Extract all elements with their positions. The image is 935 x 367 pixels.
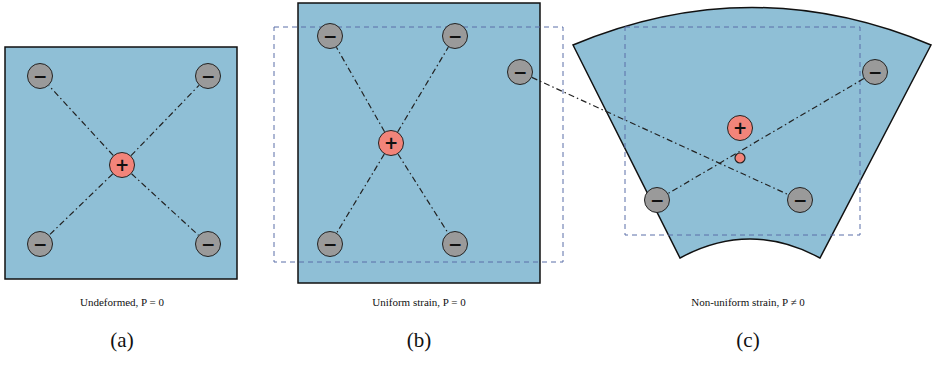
bond-line [398,47,449,132]
negative-ion: − [27,231,53,257]
bond-line [49,174,112,235]
panel-caption: Undeformed, P = 0 [80,296,164,308]
stretched-block [298,3,540,283]
bond-line [131,85,199,155]
undeformed-block [5,47,237,279]
negative-ion: − [442,231,468,257]
negative-ion: − [317,231,343,257]
positive-ion: + [109,152,135,178]
bond-line [49,86,113,156]
positive-ion: + [727,115,753,141]
charge-sign: − [513,64,527,81]
charge-sign: − [650,192,664,209]
charge-sign: − [201,236,215,253]
panel-caption: Uniform strain, P = 0 [372,296,465,308]
negative-ion: − [644,187,670,213]
charge-sign: − [33,236,47,253]
charge-sign: − [793,192,807,209]
negative-ion: − [195,63,221,89]
charge-sign: − [323,28,337,45]
charge-sign: − [868,64,882,81]
panel-tag: (a) [110,328,133,353]
negative-ion: − [442,23,468,49]
bond-line [398,154,448,233]
charge-sign: + [384,135,398,152]
charge-sign: − [448,236,462,253]
negative-ion: − [27,63,53,89]
negative-ion: − [862,59,888,85]
original-outline [274,27,563,262]
bond-line [532,77,788,194]
bond-line [132,174,199,235]
negative-ion: − [195,231,221,257]
negative-ion: − [507,59,533,85]
bond-line [337,154,385,233]
charge-sign: + [115,157,129,174]
charge-sign: − [33,68,47,85]
negative-charge-center [735,153,745,163]
charge-sign: − [323,236,337,253]
bond-line [668,79,864,194]
charge-sign: − [201,68,215,85]
panel-tag: (b) [407,328,432,353]
negative-ion: − [787,187,813,213]
charge-sign: − [448,28,462,45]
panel-tag: (c) [736,328,759,353]
bond-line [336,47,384,131]
panel-caption: Non-uniform strain, P ≠ 0 [691,296,804,308]
original-outline [625,27,860,235]
positive-ion: + [378,130,404,156]
negative-ion: − [317,23,343,49]
charge-sign: + [733,120,747,137]
bent-block [573,8,931,259]
